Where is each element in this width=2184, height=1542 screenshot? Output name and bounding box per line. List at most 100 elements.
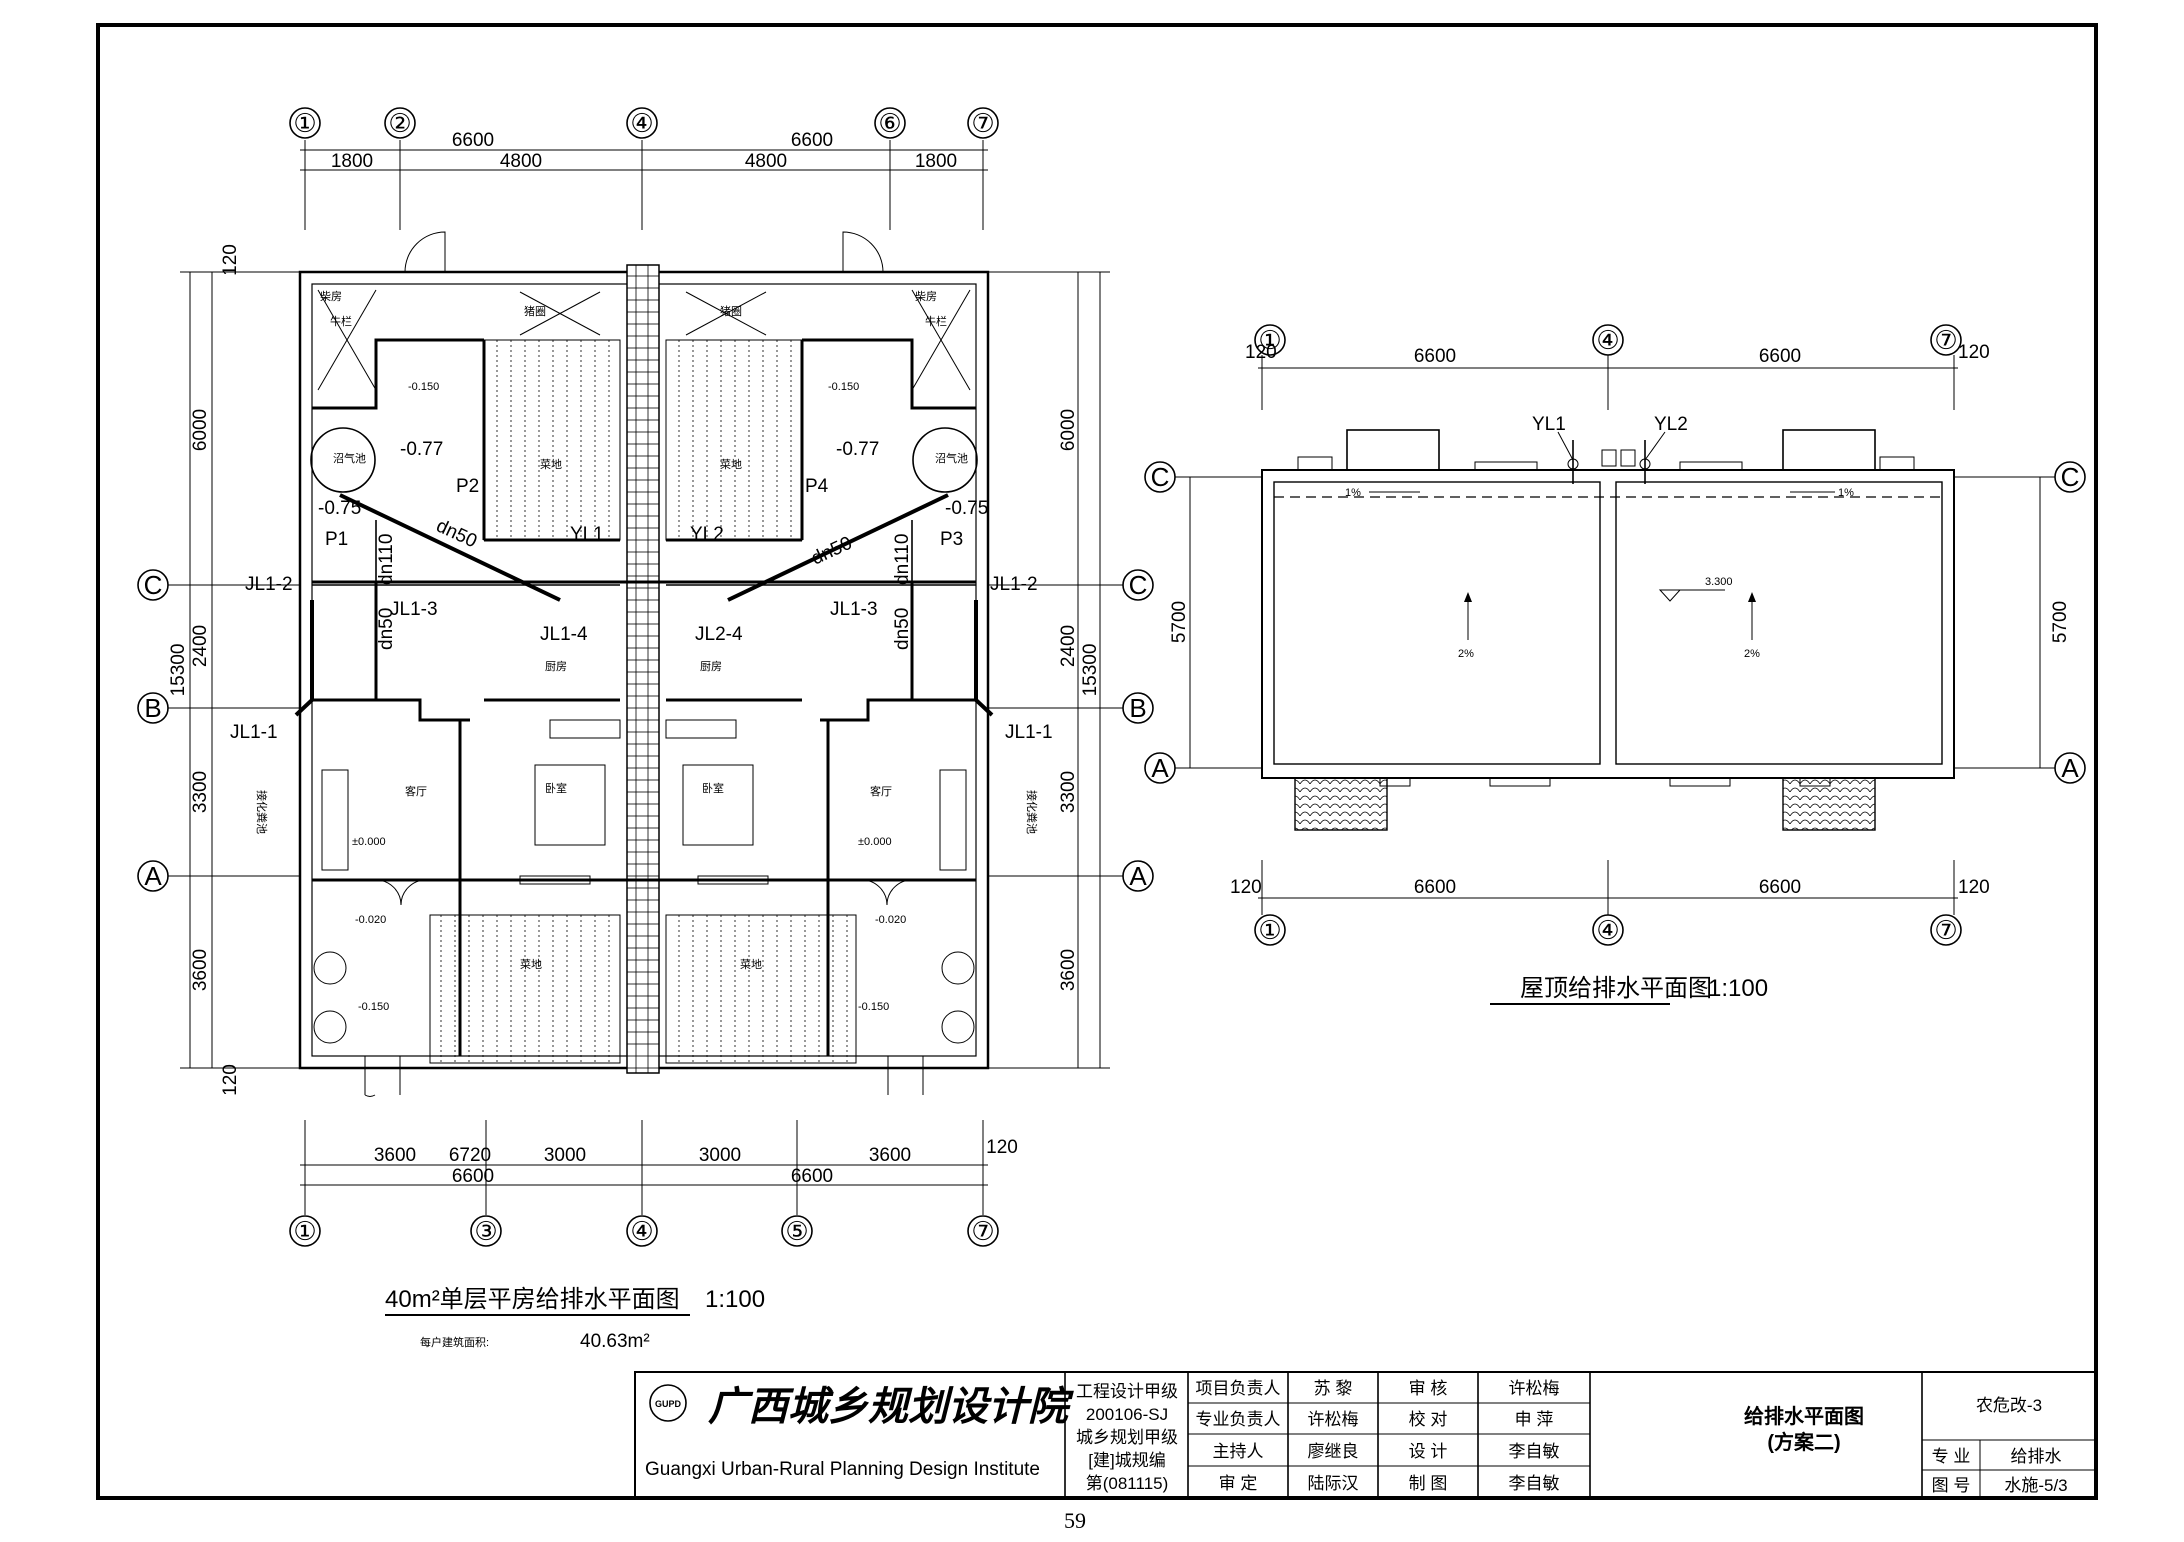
axis-bubble: A [1129,861,1147,891]
project-code: 农危改-3 [1976,1396,2042,1415]
dim-text: 120 [1958,342,1990,363]
axis-bubble: C [2061,462,2080,492]
axis-bubble: ④ [630,1216,653,1246]
pipe-label: dn110 [892,534,913,585]
bed [534,764,606,846]
wardrobe [549,719,621,739]
pipe-label: JL1-1 [1005,722,1053,743]
role-name: 廖继良 [1308,1442,1359,1461]
cert-line: 城乡规划甲级 [1076,1428,1178,1447]
pipe-label: JL1-3 [830,599,878,620]
logo-text: GUPD [655,1399,682,1409]
dim-text: 6600 [791,1166,833,1187]
pipe-label: dn50 [433,515,480,552]
cert-line: 200106-SJ [1086,1405,1168,1424]
role-label: 制 图 [1409,1474,1448,1493]
pipe-label: dn110 [376,534,397,585]
axis-bubble: C [144,570,163,600]
institute-cn: 广西城乡规划设计院 [708,1383,1074,1430]
pipe-label: P1 [325,529,348,550]
role-label: 专业负责人 [1196,1410,1281,1429]
axis-bubble: ⑥ [878,108,901,138]
axis-bubble: ① [293,108,316,138]
room-label: 牛栏 [925,314,947,328]
roof-title: 屋顶给排水平面图 [1520,975,1712,1002]
plan-scale: 1:100 [705,1286,765,1313]
dim-text: 3600 [1058,949,1079,991]
roof-top-axis: ① ④ ⑦ [1254,324,1962,356]
room-label: 接化粪池 [255,790,269,834]
dim-text: 6600 [1759,877,1801,898]
level-mark: ±0.000 [858,836,892,848]
slope-label: 1% [1345,487,1361,499]
chimney [1346,429,1440,471]
role-label: 审 核 [1409,1379,1448,1398]
sheet-border [96,23,2098,1500]
axis-bubble: ⑦ [971,1216,994,1246]
bottom-axis-bubbles: ① ③ ④ ⑤ ⑦ [289,1215,999,1247]
pipe-label: dn50 [808,533,855,570]
slope-label: 2% [1458,648,1474,660]
room-label: 厨房 [545,660,567,673]
level-mark: -0.150 [408,381,439,393]
room-label: 沼气池 [935,451,968,465]
vegetable-plot [665,339,803,541]
dim-text: 120 [220,1064,241,1096]
axis-bubble: ⑦ [1934,915,1957,945]
dim-text: 120 [986,1137,1018,1158]
role-name: 李自敏 [1509,1442,1560,1461]
level-mark: -0.150 [358,1001,389,1013]
dim-text: 3600 [869,1145,911,1166]
pipe-label: P3 [940,529,963,550]
elevation-mark: 3.300 [1705,576,1733,588]
role-name: 许松梅 [1308,1410,1359,1429]
pipe-label: JL1-3 [390,599,438,620]
role-label: 校 对 [1409,1410,1448,1429]
dim-text: 2400 [190,625,211,667]
roof-outline [1261,469,1955,779]
vegetable-plot [483,339,621,541]
pipe-label: dn50 [376,608,397,650]
dim-text: 15300 [168,644,189,697]
level-mark: -0.75 [945,498,988,519]
dim-text: 6600 [452,1166,494,1187]
level-mark: -0.77 [400,439,443,460]
number-value: 水施-5/3 [2004,1476,2067,1495]
room-label: 卧室 [545,781,567,795]
room-label: 猪圈 [524,305,546,318]
axis-bubble: A [1151,753,1169,783]
dim-text: 3000 [699,1145,741,1166]
sofa [939,769,967,871]
tile-canopy [1294,777,1388,831]
dim-text: 2400 [1058,625,1079,667]
level-mark: -0.150 [828,381,859,393]
role-name: 申 萍 [1515,1410,1554,1429]
dim-text: 3300 [190,771,211,813]
dim-text: 6600 [1414,346,1456,367]
role-label: 设 计 [1409,1442,1448,1461]
dim-text: 6600 [452,130,494,151]
party-wall [626,264,660,1074]
dim-text: 6000 [1058,409,1079,451]
dim-text: 1800 [915,151,957,172]
axis-bubble: A [2061,753,2079,783]
dim-text: 3000 [544,1145,586,1166]
role-name: 苏 黎 [1314,1379,1353,1398]
dim-text: 3600 [190,949,211,991]
axis-bubble: C [1129,570,1148,600]
axis-bubble: ① [293,1216,316,1246]
discipline-value: 给排水 [2011,1447,2062,1466]
page-number: 59 [1064,1508,1086,1533]
axis-bubble: ④ [1596,915,1619,945]
room-label: 菜地 [520,958,542,971]
axis-bubble: ① [1258,915,1281,945]
axis-bubble: A [144,861,162,891]
pipe-label: P2 [456,476,479,497]
biogas-tank [310,427,376,493]
discipline-label: 专 业 [1932,1447,1971,1466]
dim-text: 15300 [1080,644,1101,697]
dim-text: 3300 [1058,771,1079,813]
dim-text: 4800 [745,151,787,172]
room-label: 柴房 [320,289,342,303]
side-axis-bubbles: C B A C B A [137,569,1154,892]
